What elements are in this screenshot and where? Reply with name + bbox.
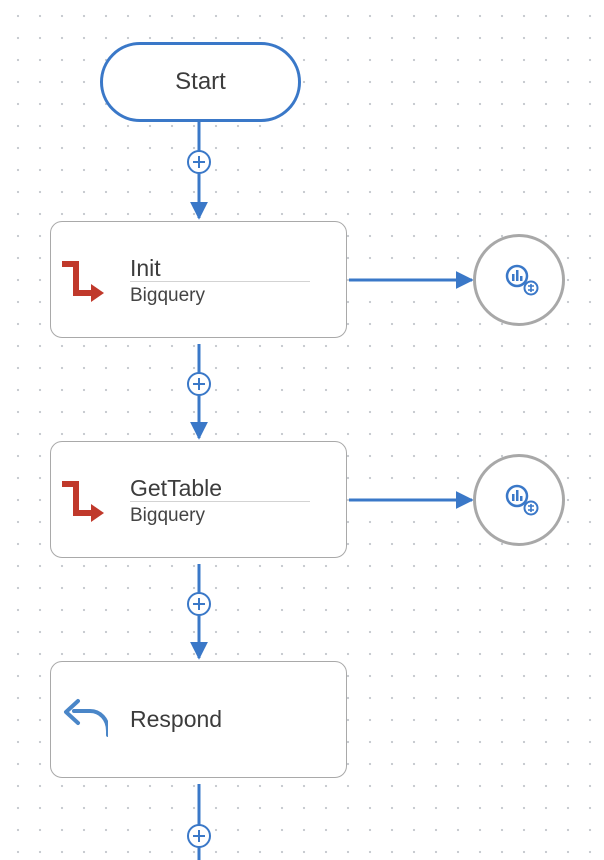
step-title: GetTable bbox=[130, 475, 310, 502]
add-step-button[interactable] bbox=[187, 372, 211, 396]
return-arrow-icon bbox=[64, 699, 108, 737]
bigquery-connector-icon bbox=[62, 481, 104, 522]
side-output-node[interactable] bbox=[473, 454, 565, 546]
analytics-output-icon bbox=[505, 264, 539, 296]
start-node[interactable]: Start bbox=[100, 42, 301, 122]
step-subtitle: Bigquery bbox=[130, 285, 205, 306]
step-title: Init bbox=[130, 255, 310, 282]
side-output-node[interactable] bbox=[473, 234, 565, 326]
bigquery-connector-icon bbox=[62, 261, 104, 302]
step-node-gettable[interactable]: GetTable Bigquery bbox=[50, 441, 347, 558]
step-title: Respond bbox=[130, 706, 223, 732]
step-subtitle: Bigquery bbox=[130, 505, 205, 526]
step-node-init[interactable]: Init Bigquery bbox=[50, 221, 347, 338]
step-node-respond[interactable]: Respond bbox=[50, 661, 347, 778]
add-step-button[interactable] bbox=[187, 824, 211, 848]
add-step-button[interactable] bbox=[187, 592, 211, 616]
add-step-button[interactable] bbox=[187, 150, 211, 174]
analytics-output-icon bbox=[505, 484, 539, 516]
start-label: Start bbox=[175, 68, 226, 95]
